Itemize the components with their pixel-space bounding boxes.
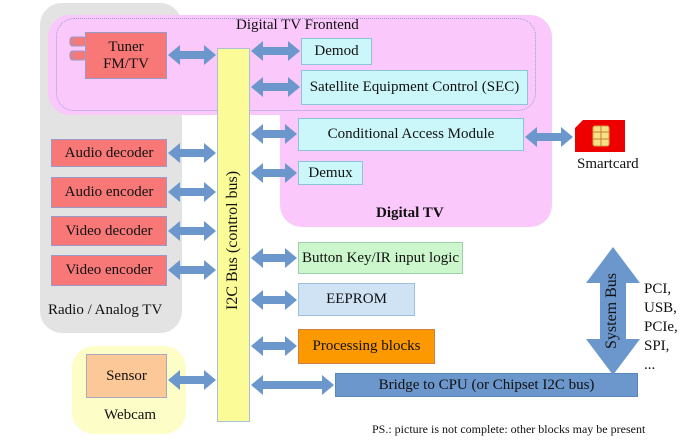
system-bus-item: ... [644, 357, 656, 373]
system-bus-item: PCIe, [644, 319, 678, 335]
demux-block: Demux [298, 161, 363, 185]
radio-analog-tv-label: Radio / Analog TV [48, 302, 163, 318]
video-encoder-block: Video encoder [51, 255, 167, 286]
footnote: PS.: picture is not complete: other bloc… [372, 422, 646, 436]
i2c-processing-arrow [251, 336, 297, 356]
demod-block: Demod [301, 38, 372, 65]
conditional-access-module-block: Conditional Access Module [298, 118, 524, 151]
system-bus-list: PCI, USB, PCIe, SPI, ... [644, 280, 678, 375]
eeprom-block: EEPROM [298, 283, 415, 316]
processing-blocks-block: Processing blocks [298, 329, 435, 364]
system-bus-arrow [586, 247, 640, 375]
tuner-block: Tuner FM/TV [85, 32, 167, 79]
video-decoder-block: Video decoder [51, 216, 167, 246]
sensor-i2c-arrow [168, 370, 216, 390]
digital-tv-frontend-border [56, 18, 536, 111]
webcam-label: Webcam [104, 407, 157, 423]
audio-decoder-block: Audio decoder [51, 139, 167, 167]
system-bus-item: SPI, [644, 338, 670, 354]
i2c-button-arrow [251, 248, 297, 268]
tuner-connector-icon [68, 36, 88, 61]
digital-tv-label: Digital TV [376, 205, 444, 221]
i2c-bus [217, 48, 250, 422]
sec-block: Satellite Equipment Control (SEC) [301, 70, 528, 105]
system-bus-item: PCI, [644, 281, 672, 297]
system-bus-item: USB, [644, 300, 677, 316]
i2c-demod-arrow [251, 41, 300, 61]
bridge-to-cpu-block: Bridge to CPU (or Chipset I2C bus) [335, 373, 638, 397]
tuner-i2c-arrow [168, 45, 216, 65]
audio-encoder-block: Audio encoder [51, 177, 167, 208]
i2c-cam-arrow [251, 124, 297, 144]
i2c-eeprom-arrow [251, 290, 297, 310]
smartcard-label: Smartcard [577, 156, 639, 172]
cam-smartcard-arrow [525, 127, 573, 147]
tuner-label-line1: Tuner [108, 38, 144, 55]
audio-encoder-i2c-arrow [168, 182, 216, 202]
video-encoder-i2c-arrow [168, 260, 216, 280]
i2c-demux-arrow [251, 163, 297, 183]
smartcard-icon [575, 120, 625, 152]
button-ir-input-block: Button Key/IR input logic [298, 242, 463, 274]
video-decoder-i2c-arrow [168, 221, 216, 241]
i2c-bridge-arrow [251, 375, 334, 395]
digital-tv-frontend-label: Digital TV Frontend [236, 17, 359, 33]
sensor-block: Sensor [86, 354, 167, 398]
audio-decoder-i2c-arrow [168, 143, 216, 163]
tuner-label-line2: FM/TV [103, 55, 149, 72]
i2c-sec-arrow [251, 77, 300, 97]
